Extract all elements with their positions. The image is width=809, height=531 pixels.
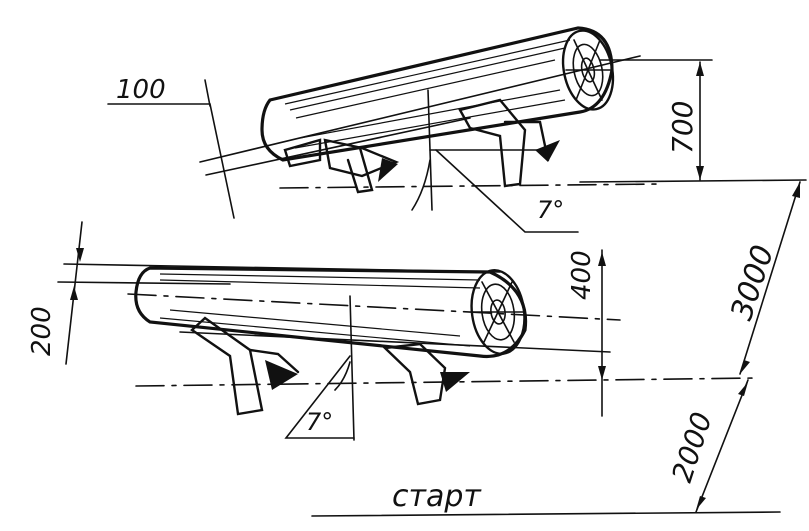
start-label: старт <box>392 479 482 514</box>
lower-angle-label: 7° <box>306 408 333 436</box>
lower-log-axis-low <box>179 331 611 353</box>
lower-log-hatching <box>159 273 481 347</box>
dimension-700: 700 <box>599 59 713 181</box>
dimension-100: 100 <box>107 75 235 219</box>
upper-log-body <box>260 26 614 162</box>
dim-400-label: 400 <box>567 250 597 300</box>
dimension-200: 200 <box>27 221 84 365</box>
upper-angle-arc <box>411 159 431 211</box>
lower-ground-line <box>135 377 759 387</box>
dim-700-label: 700 <box>666 101 699 154</box>
lower-log-assembly: 7° <box>57 263 759 441</box>
lower-log-axis-center <box>127 293 621 321</box>
lower-skid-left <box>190 316 300 416</box>
upper-skid-right <box>458 98 560 188</box>
dim-100-label: 100 <box>116 75 166 105</box>
upper-log-hatching <box>284 39 571 149</box>
dimension-3000: 3000 <box>724 181 801 375</box>
upper-log-assembly: 7° <box>199 26 661 233</box>
upper-angle-label: 7° <box>537 196 564 224</box>
upper-log-axis <box>199 55 641 163</box>
upper-angle-line <box>435 149 579 233</box>
dimension-400: 400 <box>567 249 606 417</box>
upper-level-line <box>579 179 807 183</box>
dim-200-label: 200 <box>27 306 57 356</box>
upper-ground-line <box>279 183 661 189</box>
upper-skid-left <box>283 138 400 194</box>
dim-3000-label: 3000 <box>724 241 781 324</box>
lower-log-axis-top <box>63 263 501 273</box>
lower-skid-right <box>382 342 470 406</box>
upper-log-axis-2 <box>205 117 471 176</box>
lower-center-line <box>349 295 355 441</box>
lower-angle-arc <box>334 361 351 391</box>
lower-angle-line <box>284 355 355 439</box>
start-level: старт <box>311 479 781 517</box>
start-line <box>311 511 781 517</box>
lower-log-axis-mid <box>57 281 231 285</box>
upper-log-end <box>561 29 615 111</box>
dimension-2000: 2000 <box>665 379 749 513</box>
